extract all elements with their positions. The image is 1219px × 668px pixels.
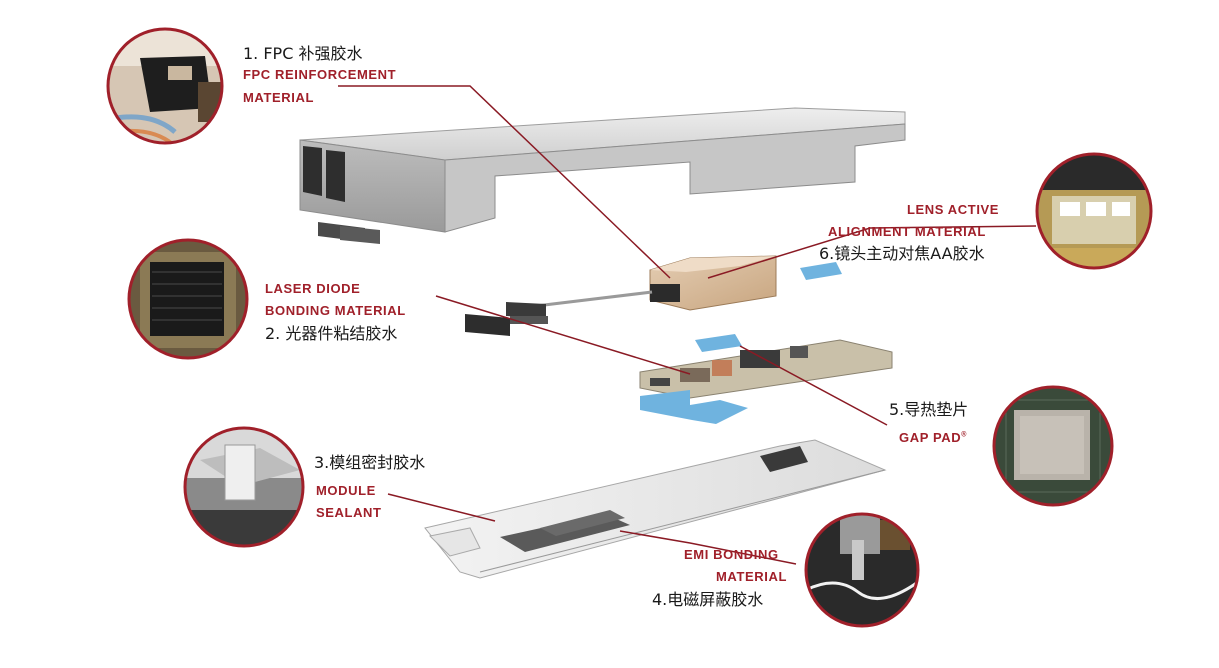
callout-laser-en-2: BONDING MATERIAL (265, 303, 406, 318)
callout-module-cn: 3.模组密封胶水 (314, 453, 426, 472)
callout-emi-en-1: EMI BONDING (684, 547, 779, 562)
callout-module-en-2: SEALANT (316, 505, 382, 520)
leader-line-fpc (338, 85, 671, 279)
leader-line-emi (619, 530, 797, 565)
bottom-plate (424, 439, 887, 579)
callout-emi-cn: 4.电磁屏蔽胶水 (652, 590, 764, 609)
top-housing (299, 107, 906, 244)
callout-gap-en-mark: ® (961, 431, 967, 439)
callout-fpc-cn: 1. FPC 补强胶水 (243, 44, 363, 63)
leader-lines (338, 85, 1037, 565)
pcb-board (639, 339, 893, 399)
inset-fpc-photo (106, 27, 224, 145)
leader-line-laser (435, 295, 691, 375)
callout-fpc-en-1: FPC REINFORCEMENT (243, 67, 397, 82)
gap-pads (640, 262, 842, 424)
inset-lens-photo (1035, 152, 1153, 270)
callout-emi-en-2: MATERIAL (716, 569, 787, 584)
inset-module-photo (183, 426, 305, 548)
callout-gap-cn: 5.导热垫片 (889, 400, 969, 419)
callout-lens-cn: 6.镜头主动对焦AA胶水 (819, 244, 985, 263)
callout-lens-en-2: ALIGNMENT MATERIAL (828, 224, 986, 239)
callout-gap-en: GAP PAD® (899, 431, 967, 444)
callout-fpc-en-2: MATERIAL (243, 90, 314, 105)
leader-line-lens (707, 225, 1037, 279)
callout-laser-cn: 2. 光器件粘结胶水 (265, 324, 398, 343)
leader-line-gap (739, 345, 888, 426)
callout-module-en-1: MODULE (316, 483, 376, 498)
optical-assembly (465, 255, 777, 336)
callout-laser-en-1: LASER DIODE (265, 281, 361, 296)
inset-emi-photo (804, 512, 920, 628)
inset-gap-pad-photo (992, 385, 1114, 507)
callout-lens-en-1: LENS ACTIVE (907, 202, 1000, 217)
inset-laser-photo (127, 238, 249, 360)
callout-gap-en-text: GAP PAD (899, 430, 962, 445)
leader-line-module (387, 493, 496, 522)
